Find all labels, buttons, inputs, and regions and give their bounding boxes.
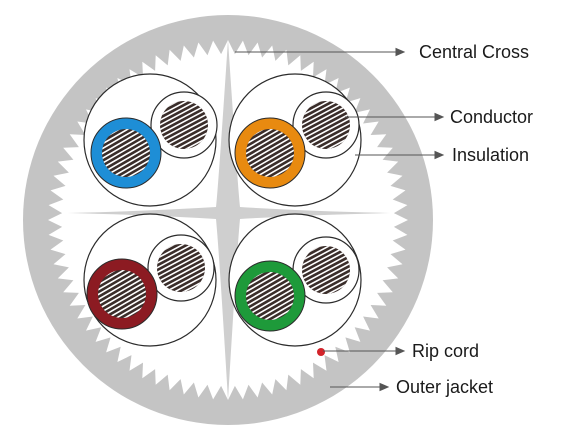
label-insulation: Insulation: [452, 145, 530, 165]
arrowhead-outer-jacket: [379, 382, 390, 392]
label-conductor: Conductor: [450, 107, 534, 127]
label-rip-cord: Rip cord: [412, 341, 480, 361]
arrowhead-rip-cord: [395, 346, 406, 356]
pair-top-left: [83, 73, 218, 207]
arrowhead-central-cross: [395, 47, 406, 57]
twisted-pairs: [83, 73, 362, 347]
conductor-strands: [160, 101, 208, 149]
pair-bottom-right: [228, 213, 362, 347]
arrowhead-conductor: [434, 112, 445, 122]
label-central-cross: Central Cross: [419, 42, 530, 62]
central-cross: [68, 40, 390, 400]
pair-top-right: [228, 73, 362, 207]
arrowhead-insulation: [434, 150, 445, 160]
label-outer-jacket: Outer jacket: [396, 377, 494, 397]
leader-lines: [235, 47, 445, 392]
rip-cord: [317, 348, 325, 356]
pair-bottom-left: [83, 213, 217, 347]
